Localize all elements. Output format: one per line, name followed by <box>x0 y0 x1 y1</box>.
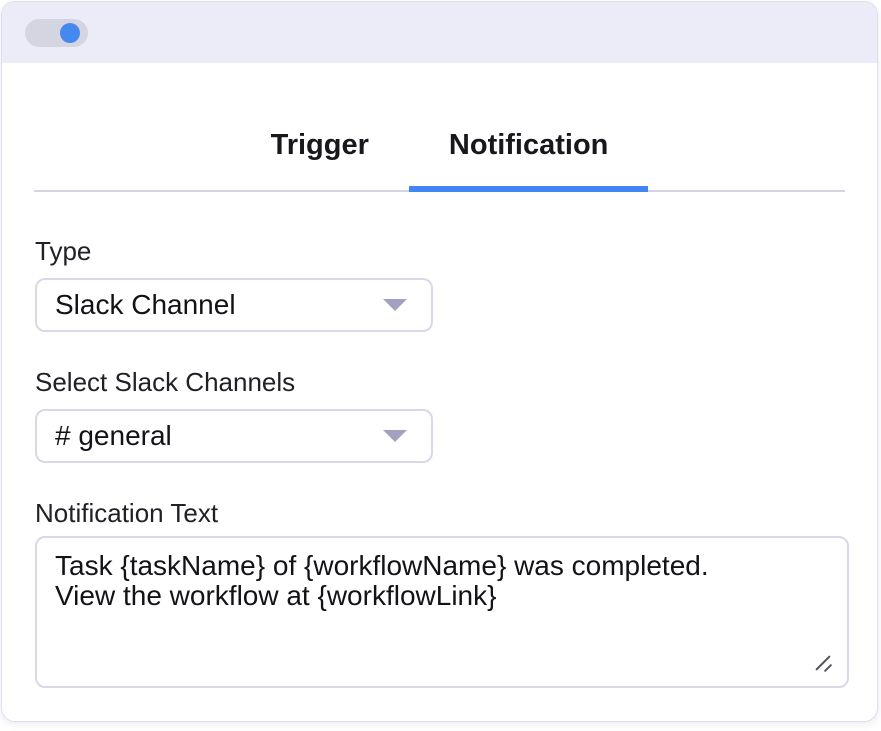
resize-handle-icon[interactable] <box>813 652 835 674</box>
notification-text-input[interactable] <box>35 536 849 688</box>
notification-text-label: Notification Text <box>35 498 219 528</box>
enable-notification-toggle[interactable] <box>25 18 88 47</box>
channels-label: Select Slack Channels <box>35 367 296 397</box>
type-select-value: Slack Channel <box>55 289 236 320</box>
channels-select[interactable]: # general <box>35 409 433 463</box>
type-label: Type <box>35 236 92 266</box>
card-header <box>2 2 877 63</box>
tab-bar: Trigger Notification <box>34 63 845 192</box>
tab-notification[interactable]: Notification <box>408 127 649 192</box>
notification-text-wrap <box>35 536 849 688</box>
form-content: Type Slack Channel Select Slack Channels… <box>2 234 877 688</box>
tab-trigger[interactable]: Trigger <box>270 129 369 161</box>
chevron-down-icon <box>383 430 407 442</box>
type-select[interactable]: Slack Channel <box>35 278 433 332</box>
toggle-knob <box>60 22 80 43</box>
chevron-down-icon <box>383 299 407 311</box>
channels-select-value: # general <box>55 420 172 451</box>
